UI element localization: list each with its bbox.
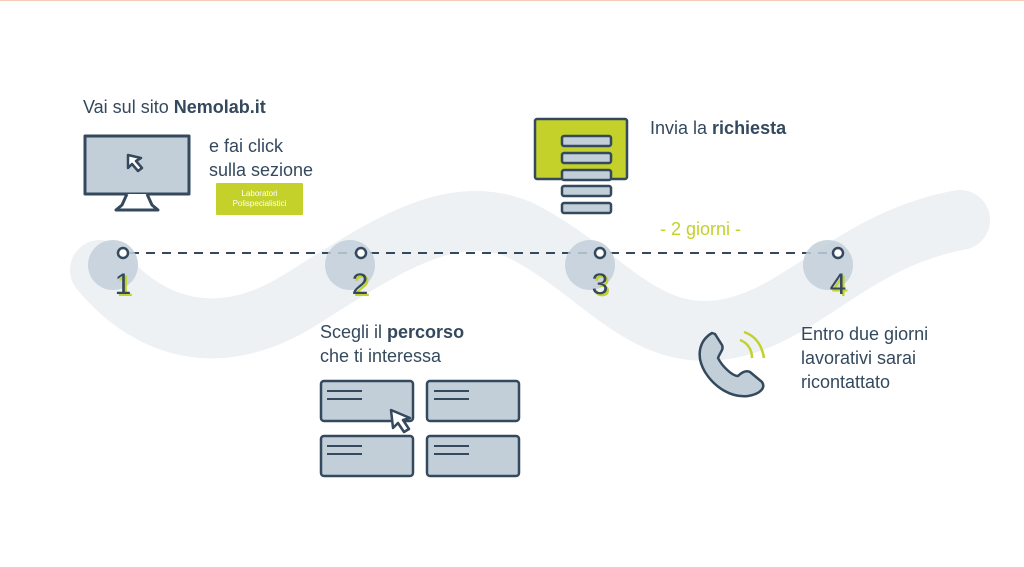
monitor-icon <box>83 134 191 212</box>
step-4-dot <box>831 246 845 260</box>
step-1-title: Vai sul sito Nemolab.it <box>83 97 266 117</box>
step-number-2: 2 <box>351 268 369 301</box>
step-3-title: Invia la richiesta <box>650 118 787 138</box>
step-1-dot <box>116 246 130 260</box>
form-icon <box>533 117 629 215</box>
step-3-dot <box>593 246 607 260</box>
step-number-1: 1 <box>114 268 132 301</box>
cards-icon <box>319 379 521 478</box>
background-wave <box>70 190 990 361</box>
step-2-dot <box>354 246 368 260</box>
step-number-3: 3 <box>591 268 609 301</box>
gap-label: - 2 giorni - <box>660 219 742 239</box>
phone-icon <box>698 330 766 398</box>
step-number-4: 4 <box>829 268 847 301</box>
top-border <box>0 0 1024 1</box>
